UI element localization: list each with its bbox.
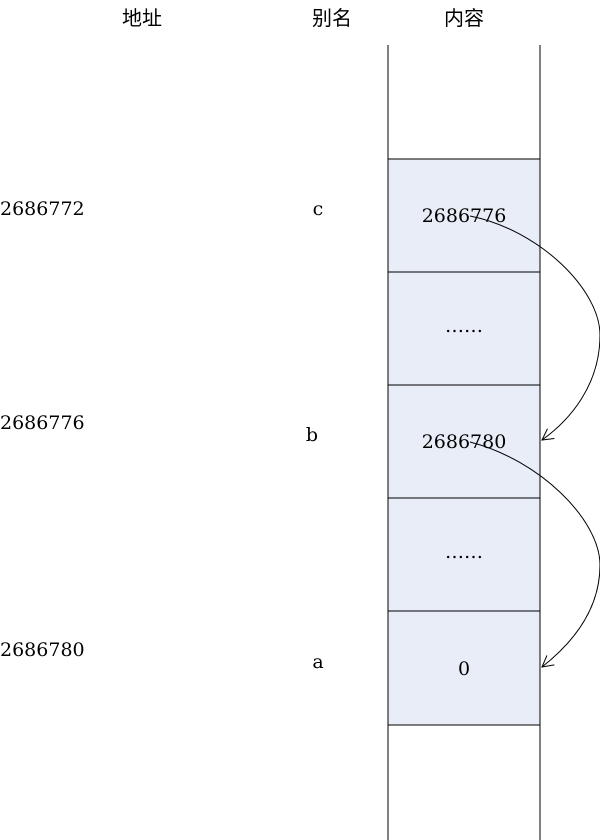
memory-cell-c bbox=[387, 158, 541, 273]
address-column-header: 地址 bbox=[122, 6, 162, 30]
content-column-header: 内容 bbox=[444, 6, 484, 30]
address-label: 2686776 bbox=[0, 412, 85, 434]
alias-column-header: 别名 bbox=[312, 6, 352, 30]
alias-label: a bbox=[312, 651, 323, 673]
cell-value: 2686780 bbox=[422, 431, 507, 453]
cell-ellipsis: …… bbox=[445, 541, 483, 563]
cell-ellipsis: …… bbox=[445, 315, 483, 337]
cell-value: 2686776 bbox=[422, 205, 507, 227]
memory-cell-gap-2 bbox=[387, 497, 541, 612]
cell-value: 0 bbox=[458, 658, 470, 680]
memory-cell-gap-1 bbox=[387, 271, 541, 386]
alias-label: c bbox=[313, 198, 324, 220]
memory-cell-a bbox=[387, 610, 541, 726]
address-label: 2686780 bbox=[0, 639, 85, 661]
alias-label: b bbox=[306, 424, 318, 446]
memory-cell-b bbox=[387, 384, 541, 499]
address-label: 2686772 bbox=[0, 198, 85, 220]
